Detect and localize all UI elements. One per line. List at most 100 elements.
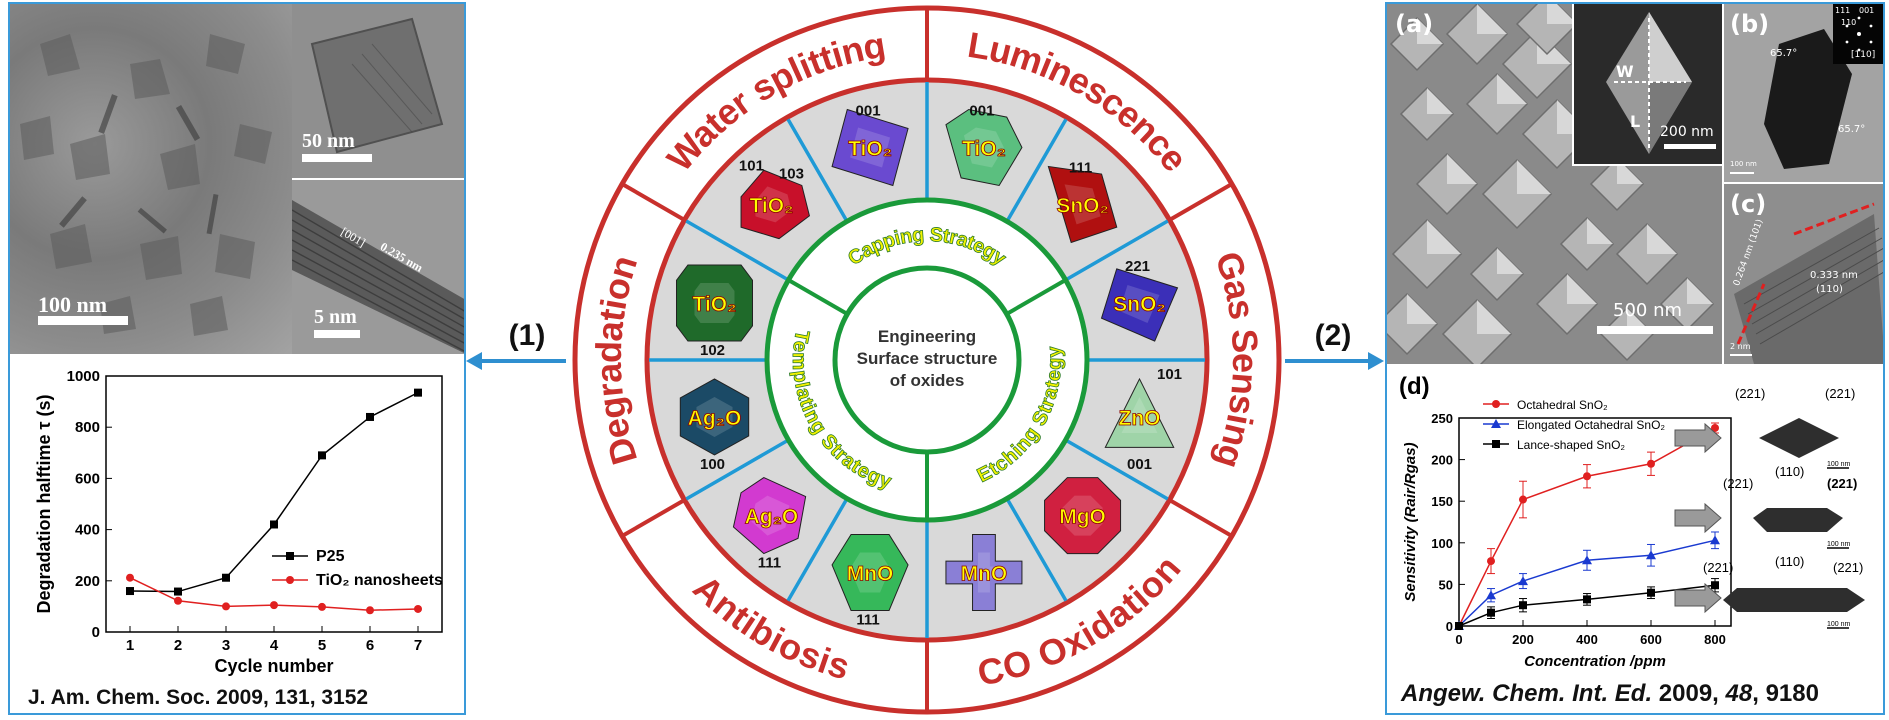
tem-inset-bottom: [001] 0.235 nm 5 nm — [292, 180, 464, 354]
marker-circle — [1583, 472, 1591, 481]
sem-octahedron-facet — [1427, 88, 1453, 114]
plot-frame — [1458, 417, 1732, 627]
crystal-facet: 101 — [739, 157, 764, 174]
shape-facet-label: (221) — [1825, 386, 1855, 401]
hrtem-lattice — [1734, 202, 1883, 364]
crystal-divider — [1064, 438, 1169, 501]
marker-square — [1647, 588, 1655, 597]
crystal-formula: ZnO — [1119, 407, 1161, 430]
sem-octahedron-facet — [1497, 74, 1527, 104]
marker-square — [174, 587, 182, 596]
shape-arrow — [1674, 502, 1722, 534]
shape-facet-label: (221) — [1723, 476, 1753, 491]
diffraction-inset: 111 001 110 [110] — [1833, 4, 1883, 64]
shape-facet-label: (221) — [1703, 560, 1733, 575]
crystal-facet-2: 103 — [779, 165, 804, 182]
crystal-facet: 101 — [1157, 366, 1182, 383]
marker-square — [1492, 440, 1500, 448]
arrow-right-label: (2) — [1315, 319, 1352, 352]
inset-l: L — [1630, 112, 1641, 131]
inset-w: W — [1616, 62, 1634, 81]
marker-circle — [414, 604, 422, 613]
marker-square — [1583, 595, 1591, 604]
diff-label-2: 110 — [1841, 18, 1857, 27]
label-b: (b) — [1730, 10, 1770, 38]
marker-circle — [270, 601, 278, 610]
legend-label: Lance-shaped SnO₂ — [1517, 438, 1625, 452]
crystal-highlight — [850, 552, 891, 593]
application-divider — [621, 182, 686, 222]
scale-bar-inset-top — [302, 154, 372, 162]
diff-label-1: 001 — [1859, 6, 1875, 15]
crystal-6: MnO — [945, 534, 1023, 612]
marker-circle — [1492, 400, 1500, 408]
marker-square — [1455, 622, 1463, 630]
crystal-formula: TiO₂ — [962, 137, 1006, 160]
tem-b-crystal — [1764, 29, 1852, 169]
application-divider — [1168, 182, 1233, 222]
lattice-c1: 0.333 nm — [1810, 270, 1858, 281]
diff-label-3: [110] — [1851, 50, 1876, 60]
series-line — [1458, 539, 1716, 627]
center-text: Surface structure — [857, 349, 998, 368]
marker-circle — [1711, 423, 1719, 432]
crystal-5: MgO — [1044, 477, 1122, 555]
legend-label: TiO₂ nanosheets — [316, 572, 443, 589]
right-panel: (a) 500 nm W L 200 nm (b) 65.7° 65.7° — [1385, 2, 1885, 715]
scale-bar-a — [1597, 326, 1713, 334]
crystal-shape — [831, 534, 909, 612]
shape-facet-label: (221) — [1827, 476, 1857, 491]
sem-octahedron-facet — [1567, 274, 1597, 304]
scale-bar-main — [38, 316, 128, 325]
marker-circle — [318, 602, 326, 611]
marker-square — [1487, 608, 1495, 617]
crystal-facet: 001 — [856, 102, 881, 119]
crystal-highlight — [850, 127, 891, 168]
x-tick-label: 6 — [366, 637, 374, 654]
hrtem-image-c: (c) 0.333 nm (110) 0.264 nm (101) 2 nm — [1724, 184, 1883, 364]
label-c: (c) — [1730, 190, 1767, 218]
sem-octahedron-facet — [1427, 220, 1461, 254]
crystal-highlight — [963, 127, 1004, 168]
crystal-shape — [732, 476, 807, 555]
marker-triangle — [1582, 555, 1592, 565]
crystal-highlight — [696, 396, 733, 437]
sem-octahedron-facet — [1547, 4, 1577, 24]
inset-sheet — [310, 17, 444, 154]
marker-triangle — [1491, 419, 1501, 428]
crystal-facet: 111 — [856, 612, 879, 629]
sem-inset-single-octahedron: W L 200 nm — [1572, 4, 1722, 166]
marker-circle — [366, 606, 374, 615]
crystal-divider — [685, 438, 790, 501]
marker-square — [1519, 601, 1527, 610]
arrow-left-label: (1) — [509, 319, 546, 352]
sem-octahedron-facet — [1517, 160, 1551, 194]
application-divider — [621, 498, 686, 538]
sem-image-octahedra: (a) 500 nm W L 200 nm — [1387, 4, 1722, 364]
angle-b2: 65.7° — [1838, 124, 1866, 135]
y-tick-label: 400 — [75, 522, 100, 539]
shape-arrow — [1674, 582, 1722, 614]
crystal-formula: MgO — [1059, 506, 1106, 529]
crystal-facet: 221 — [1125, 258, 1150, 275]
crystal-highlight — [751, 495, 790, 536]
crystal-facet: 102 — [700, 342, 725, 359]
center-circle — [832, 265, 1022, 455]
marker-circle — [174, 596, 182, 605]
crystal-formula: SnO₂ — [1056, 194, 1109, 217]
center-text: Engineering — [878, 327, 976, 346]
crystal-shape — [1044, 477, 1122, 555]
x-tick-label: 4 — [270, 637, 279, 654]
x-tick-label: 200 — [1512, 632, 1534, 647]
sem-octahedron-facet — [1477, 4, 1507, 34]
crystal-highlight — [963, 552, 1004, 593]
tem-image-tio2-nanosheets: 100 nm — [10, 4, 292, 354]
